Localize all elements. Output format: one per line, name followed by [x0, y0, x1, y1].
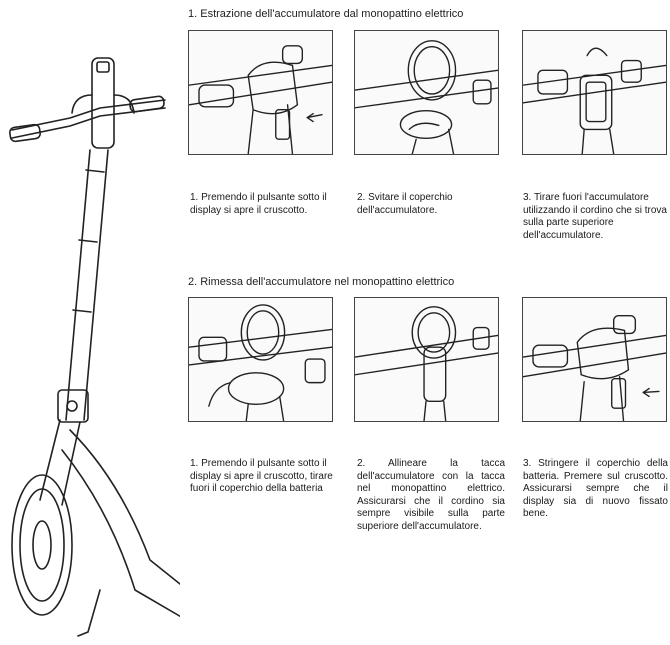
- step-illustration-pull-battery: [522, 30, 667, 155]
- scooter-illustration: [9, 57, 180, 637]
- step-caption: 2. Allineare la tacca dell'accumulatore …: [357, 458, 505, 532]
- section-title-extraction: 1. Estrazione dell'accumulatore dal mono…: [188, 8, 464, 20]
- step-caption: 3. Stringere il coperchio della batteria…: [523, 458, 668, 519]
- step-illustration-remove-cover: [188, 297, 333, 422]
- section-title-reinsertion: 2. Rimessa dell'accumulatore nel monopat…: [188, 276, 455, 288]
- step-caption: 1. Premendo il pulsante sotto il display…: [190, 192, 327, 216]
- step-caption: 1. Premendo il pulsante sotto il display…: [190, 458, 333, 494]
- step-caption: 3. Tirare fuori l'accumulatore utilizzan…: [523, 192, 667, 241]
- step-caption: 2. Svitare il coperchio dell'accumulator…: [357, 192, 453, 216]
- step-illustration-unscrew-cover: [354, 30, 499, 155]
- step-illustration-align-battery: [354, 297, 499, 422]
- step-illustration-tighten-cover: [522, 297, 667, 422]
- step-illustration-open-dashboard: [188, 30, 333, 155]
